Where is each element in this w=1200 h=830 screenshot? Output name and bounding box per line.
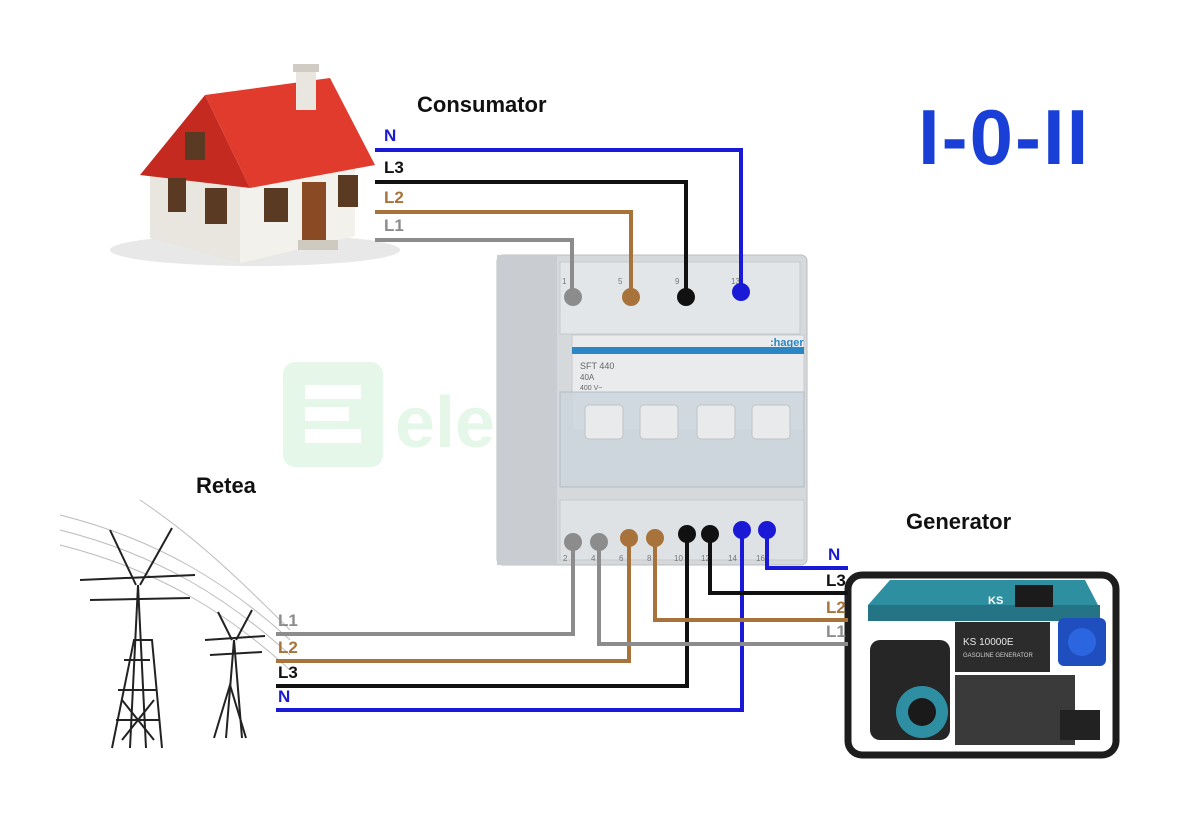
bottom-terminal-number: 10 — [674, 554, 683, 563]
generator-brand: KS — [988, 595, 1003, 607]
grid-wire-l1 — [276, 542, 575, 636]
generator-label-n: N — [828, 545, 841, 564]
terminal-dot — [677, 288, 695, 306]
top-terminal-number: 9 — [675, 277, 680, 286]
grid-label-l1: L1 — [278, 611, 298, 630]
generator-subtitle: GASOLINE GENERATOR — [963, 653, 1033, 659]
grid-wire-n — [276, 530, 744, 712]
mode-label: I-0-II — [918, 93, 1091, 181]
terminal-dots — [564, 283, 776, 551]
bottom-terminal-number: 4 — [591, 554, 596, 563]
grid-label-l3: L3 — [278, 663, 298, 682]
top-terminal-number: 13 — [731, 277, 740, 286]
bottom-terminal-number: 2 — [563, 554, 568, 563]
grid-label-n: N — [278, 687, 291, 706]
terminal-dot — [620, 529, 638, 547]
consumer-wire-l3 — [375, 180, 688, 296]
generator-wires — [597, 530, 848, 646]
generator-wire-n — [765, 530, 848, 570]
top-terminal-number: 5 — [618, 277, 623, 286]
switch-bottom-terminal-numbers: 2 4 6 8 10 12 14 16 — [563, 554, 765, 563]
generator-illustration: KS KS 10000E GASOLINE GENERATOR — [844, 571, 1120, 759]
generator-label-l3: L3 — [826, 571, 846, 590]
generator-label-l1: L1 — [826, 622, 846, 641]
consumer-label-l2: L2 — [384, 188, 404, 207]
switch-rating: 40A — [580, 373, 595, 382]
grid-wire-l3 — [276, 534, 689, 688]
consumer-label-n: N — [384, 126, 397, 145]
consumer-wires — [375, 148, 743, 296]
terminal-dot — [732, 283, 750, 301]
bottom-terminal-number: 16 — [756, 554, 765, 563]
switch-top-terminal-numbers: 1 5 9 13 — [562, 277, 740, 286]
terminal-dot — [733, 521, 751, 539]
house-illustration — [110, 64, 400, 266]
terminal-dot — [622, 288, 640, 306]
grid-title: Retea — [196, 473, 256, 498]
bottom-terminal-number: 14 — [728, 554, 737, 563]
terminal-dot — [564, 533, 582, 551]
grid-wire-l2 — [276, 538, 631, 663]
terminal-dot — [564, 288, 582, 306]
top-terminal-number: 1 — [562, 277, 567, 286]
consumer-label-l3: L3 — [384, 158, 404, 177]
terminal-dot — [678, 525, 696, 543]
generator-model: KS 10000E — [963, 637, 1014, 648]
consumer-label-l1: L1 — [384, 216, 404, 235]
changeover-switch: :hager SFT 440 40A 400 V~ 1 5 9 13 2 4 6… — [496, 254, 808, 566]
consumer-title: Consumator — [417, 92, 547, 117]
bottom-terminal-number: 8 — [647, 554, 652, 563]
consumer-wire-l2 — [375, 210, 633, 296]
terminal-dot — [590, 533, 608, 551]
consumer-wire-n — [375, 148, 743, 292]
switch-voltage: 400 V~ — [580, 385, 602, 392]
terminal-dot — [758, 521, 776, 539]
bottom-terminal-number: 6 — [619, 554, 624, 563]
generator-wire-l2 — [653, 538, 848, 622]
terminal-dot — [646, 529, 664, 547]
grid-label-l2: L2 — [278, 638, 298, 657]
switch-brand: :hager — [770, 337, 804, 349]
consumer-wire-l1 — [375, 238, 574, 296]
generator-wire-l1 — [597, 542, 848, 646]
generator-wire-l3 — [708, 534, 848, 595]
bottom-terminal-number: 12 — [701, 554, 710, 563]
transmission-towers — [59, 499, 291, 749]
switch-model: SFT 440 — [580, 361, 614, 371]
terminal-dot — [701, 525, 719, 543]
grid-wires — [276, 530, 744, 712]
generator-label-l2: L2 — [826, 598, 846, 617]
generator-title: Generator — [906, 509, 1012, 534]
